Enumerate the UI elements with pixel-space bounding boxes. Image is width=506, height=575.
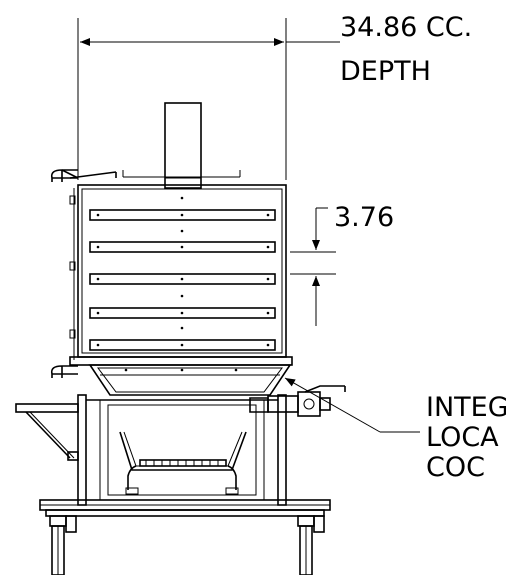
lower-hook-left	[50, 365, 78, 378]
shelf-1	[89, 209, 276, 221]
top-rail	[69, 171, 117, 179]
callout-text: INTEG LOCA COC	[426, 392, 506, 483]
callout-line-2: LOCA	[426, 422, 499, 453]
shelf-5	[89, 339, 276, 351]
width-dimension: 34.86 CC. DEPTH	[77, 12, 472, 180]
shelf-2	[89, 241, 276, 253]
chimney	[122, 102, 241, 189]
fire-basket	[119, 431, 247, 495]
side-shelf	[15, 403, 79, 461]
shelf-4	[89, 307, 276, 319]
callout-leader	[284, 377, 420, 433]
top-hook-left	[50, 169, 79, 182]
caster-left	[49, 515, 77, 575]
hopper	[69, 356, 293, 396]
spacing-dimension-label: 3.76	[334, 202, 394, 233]
drain-valve	[249, 385, 346, 417]
width-dimension-label: 34.86 CC.	[340, 12, 472, 43]
spacing-dimension: 3.76	[290, 202, 394, 326]
cabinet-body	[69, 184, 287, 360]
caster-right	[297, 515, 325, 575]
shelf-3	[89, 273, 276, 285]
shelf-slats	[89, 196, 276, 351]
width-dimension-sublabel: DEPTH	[340, 56, 431, 87]
base-rails	[39, 499, 331, 517]
callout-line-1: INTEG	[426, 392, 506, 423]
grate-bars	[145, 460, 219, 466]
stand-frame	[77, 394, 287, 506]
callout-line-3: COC	[426, 452, 485, 483]
